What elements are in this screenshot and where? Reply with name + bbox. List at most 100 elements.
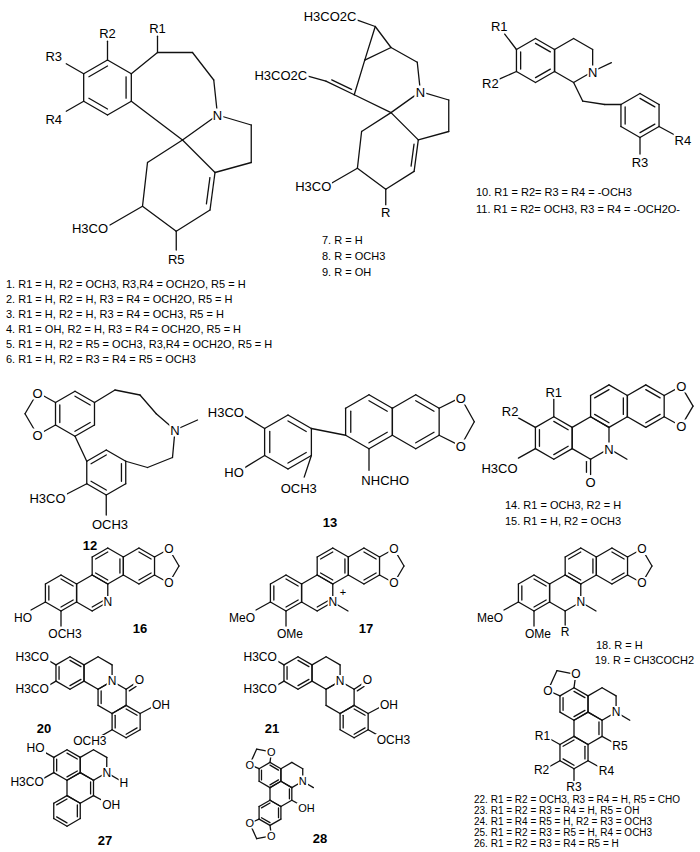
- atom-label: R4: [44, 112, 63, 125]
- bond-line: [658, 105, 659, 127]
- bond-line: [574, 761, 588, 769]
- bond-line: [325, 689, 326, 705]
- atom-label: MeO: [476, 612, 504, 624]
- bond-line: [572, 449, 590, 460]
- atom-label: N: [101, 767, 112, 779]
- atom-label: R3: [44, 50, 63, 63]
- bond-line: [66, 780, 67, 795]
- bond-line: [48, 586, 49, 600]
- bond-line: [369, 395, 392, 409]
- bond-line: [536, 69, 551, 78]
- bond-line: [269, 431, 270, 452]
- compound-number: 27: [98, 834, 112, 847]
- bond-line: [553, 399, 554, 417]
- atom-label: O: [163, 577, 174, 589]
- atom-label: H3CO: [243, 683, 278, 695]
- bond-line: [278, 808, 279, 818]
- bond-line: [612, 573, 624, 580]
- atom-label: OCH3: [91, 517, 129, 530]
- atom-label: NHCHO: [360, 473, 410, 486]
- bond-line: [92, 557, 93, 575]
- bond-line: [251, 125, 252, 163]
- bond-line: [609, 385, 627, 396]
- bond-line: [285, 611, 286, 626]
- bond-line: [357, 168, 385, 189]
- bond-line: [646, 390, 660, 398]
- bond-line: [345, 408, 346, 435]
- bond-line: [340, 705, 354, 713]
- atom-label: O: [163, 543, 174, 555]
- bond-line: [592, 559, 593, 573]
- bond-line: [596, 557, 597, 575]
- atom-label: R: [560, 626, 571, 638]
- bond-line: [521, 586, 522, 600]
- bond-line: [640, 94, 659, 105]
- bond-line: [620, 105, 621, 127]
- bond-line: [569, 573, 581, 580]
- bond-line: [581, 575, 597, 584]
- bond-line: [588, 712, 602, 720]
- atom-label: O: [362, 674, 373, 686]
- bond-line: [84, 101, 108, 115]
- atom-label: H3CO: [480, 461, 518, 474]
- bond-line: [301, 584, 302, 602]
- bond-line: [291, 788, 292, 801]
- bond-line: [534, 579, 546, 586]
- bond-line: [391, 113, 418, 140]
- bond-line: [121, 464, 122, 482]
- bond-line: [87, 484, 106, 495]
- bond-line: [520, 52, 521, 69]
- bond-line: [215, 163, 251, 173]
- bond-line: [346, 435, 369, 449]
- bond-line: [123, 575, 139, 584]
- bond-line: [286, 667, 287, 680]
- bond-line: [587, 745, 588, 761]
- bond-line: [94, 750, 107, 758]
- bond-line: [98, 705, 112, 713]
- bond-line: [411, 144, 414, 166]
- bond-line: [75, 436, 87, 461]
- bond-line: [392, 395, 415, 409]
- bond-line: [595, 390, 609, 398]
- bond-line: [535, 417, 553, 428]
- atom-label: H3CO: [294, 180, 332, 193]
- bond-line: [86, 461, 87, 484]
- atom-label: MeO: [228, 612, 256, 624]
- bond-line: [569, 552, 581, 559]
- atom-label: HO: [13, 612, 33, 624]
- atom-label: O: [31, 429, 43, 442]
- bond-line: [106, 450, 125, 461]
- bond-line: [609, 417, 627, 428]
- bond-line: [270, 584, 271, 602]
- bond-line: [75, 423, 90, 432]
- bond-line: [640, 124, 655, 133]
- atom-label: N: [169, 424, 180, 437]
- bond-line: [416, 435, 439, 449]
- atom-label: N: [107, 675, 118, 687]
- bond-line: [87, 450, 106, 461]
- bond-line: [574, 691, 585, 697]
- atom-label: R5: [611, 740, 628, 752]
- bond-line: [55, 403, 56, 426]
- bond-line: [623, 398, 624, 415]
- bond-line: [94, 390, 115, 403]
- bond-line: [311, 429, 312, 456]
- bond-line: [554, 446, 568, 454]
- atom-label: N: [611, 706, 622, 718]
- bond-line: [664, 396, 665, 417]
- bond-line: [565, 611, 566, 625]
- bond-line: [256, 602, 270, 610]
- bond-line: [298, 679, 309, 685]
- bond-line: [258, 769, 259, 782]
- bond-line: [317, 575, 333, 584]
- bond-line: [596, 548, 612, 557]
- substituent-list: 11. R1 = R2= OCH3, R3 = R4 = -OCH2O-: [476, 204, 680, 215]
- bond-line: [80, 773, 93, 781]
- atom-label: O: [585, 475, 597, 488]
- bond-line: [67, 771, 77, 777]
- bond-line: [574, 83, 583, 102]
- bond-line: [176, 231, 177, 250]
- bond-line: [61, 602, 77, 611]
- bond-line: [565, 575, 581, 584]
- bond-line: [565, 548, 581, 557]
